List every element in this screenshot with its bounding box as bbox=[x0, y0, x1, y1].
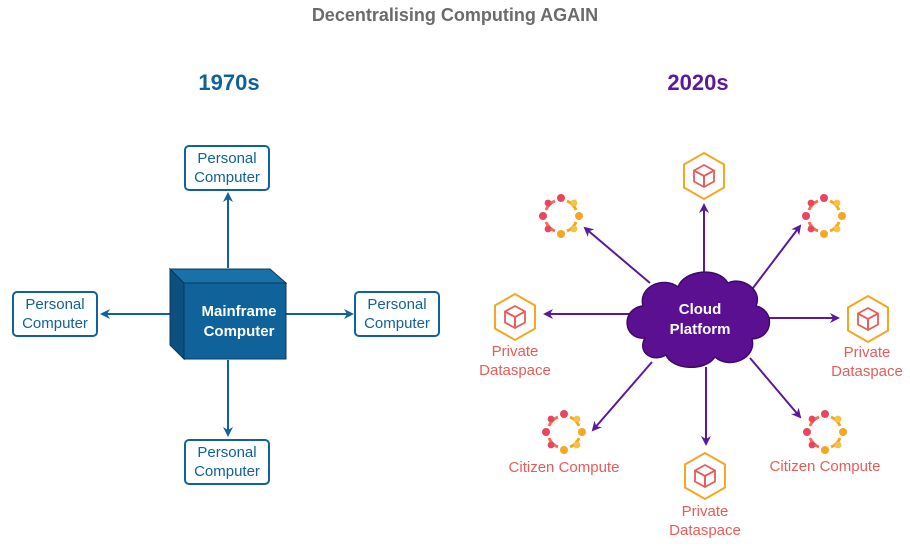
mainframe-box-icon bbox=[168, 267, 288, 361]
citizen-compute-right-label: Citizen Compute bbox=[769, 458, 881, 475]
cube-hexagon-icon bbox=[494, 293, 536, 341]
arrow-cloud-to-bottomright bbox=[749, 357, 802, 419]
personal-computer-top: Personal Computer bbox=[184, 145, 270, 191]
community-ring-icon bbox=[540, 408, 588, 456]
private-dataspace-left-label: Private Dataspace bbox=[479, 343, 551, 379]
personal-computer-bottom: Personal Computer bbox=[184, 439, 270, 485]
mainframe-label: Mainframe Computer bbox=[201, 303, 277, 340]
cloud-icon bbox=[626, 271, 771, 369]
community-ring-icon bbox=[537, 192, 585, 240]
community-ring-icon bbox=[800, 192, 848, 240]
cube-hexagon-icon bbox=[684, 452, 726, 500]
arrow-cloud-to-topleft bbox=[583, 226, 651, 284]
cube-hexagon-icon bbox=[683, 152, 725, 200]
cloud-platform-label: Cloud Platform bbox=[669, 301, 731, 338]
era-2020s-heading: 2020s bbox=[667, 70, 729, 95]
personal-computer-right: Personal Computer bbox=[354, 291, 440, 337]
diagram-title: Decentralising Computing AGAIN bbox=[311, 5, 599, 25]
era-1970s-heading: 1970s bbox=[198, 70, 260, 95]
arrow-cloud-to-topright bbox=[752, 224, 802, 289]
community-ring-icon bbox=[801, 408, 849, 456]
private-dataspace-bottom-label: Private Dataspace bbox=[669, 503, 741, 539]
personal-computer-left: Personal Computer bbox=[12, 291, 98, 337]
arrow-cloud-to-bottomleft bbox=[591, 361, 653, 432]
private-dataspace-right-label: Private Dataspace bbox=[831, 344, 903, 380]
citizen-compute-left-label: Citizen Compute bbox=[508, 459, 620, 476]
cube-hexagon-icon bbox=[847, 295, 889, 343]
